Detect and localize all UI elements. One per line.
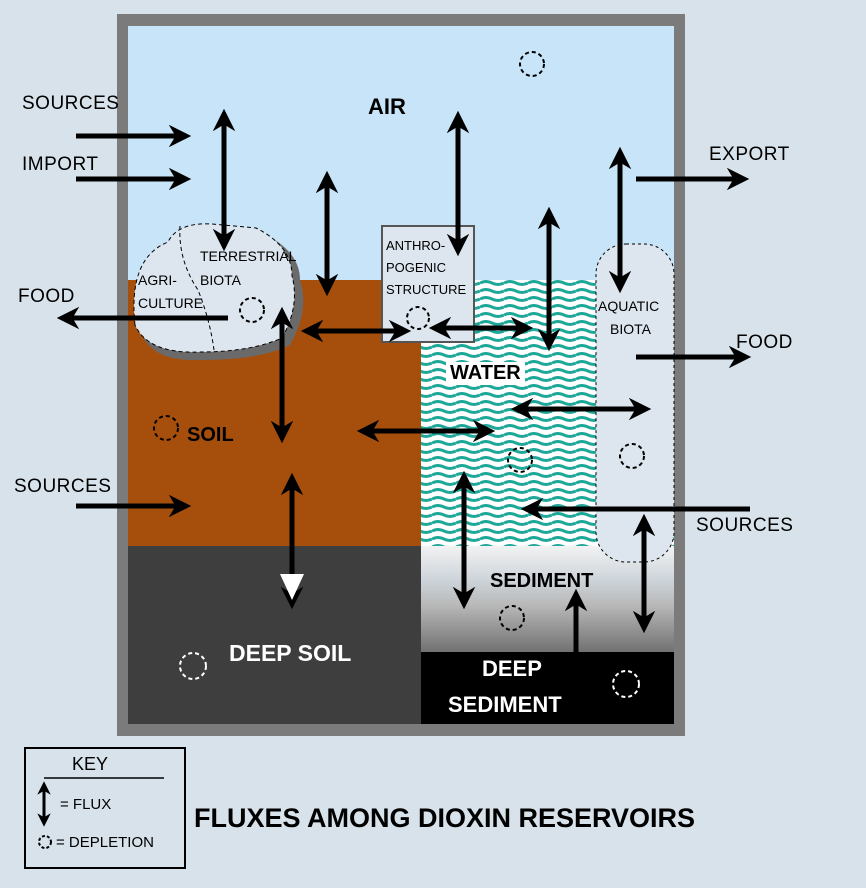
air-label: AIR [368,94,406,119]
agriculture-label-2: CULTURE [138,295,204,311]
export-label: EXPORT [709,144,790,165]
depletion-icon-deepsoil [179,652,207,680]
depletion-icon-anthro [406,306,430,330]
depletion-icon-deepsediment [612,670,640,698]
soil-label: SOIL [187,424,234,446]
food-right-label: FOOD [736,332,793,353]
sediment-label: SEDIMENT [490,570,594,592]
terrestrial-label-2: BIOTA [200,272,241,288]
key-depletion-label: = DEPLETION [56,834,154,851]
import-label: IMPORT [22,154,99,175]
depletion-icon-terrestrial [239,297,265,323]
aquatic-label-2: BIOTA [610,321,651,337]
terrestrial-label-1: TERRESTRIAL [200,248,297,264]
key-title: KEY [72,754,109,774]
flux-arrows [56,108,752,654]
water-label: WATER [446,362,525,385]
anthro-label-1: ANTHRO- [386,238,446,253]
depletion-icon-water [507,447,533,473]
sources-soil-label: SOURCES [14,476,112,497]
key-depletion-icon [38,835,52,849]
depletion-icon-soil [153,415,179,441]
key-box [24,747,186,869]
sources-water-label: SOURCES [696,515,794,536]
anthro-label-3: STRUCTURE [386,282,467,297]
anthro-label-2: POGENIC [386,260,446,275]
aquatic-label-1: AQUATIC [598,298,660,314]
food-left-label: FOOD [18,286,75,307]
sources-air-label: SOURCES [22,93,120,114]
diagram-title: FLUXES AMONG DIOXIN RESERVOIRS [194,803,696,833]
deep-sediment-label-2: SEDIMENT [448,692,562,717]
deep-soil-reservoir [128,546,423,724]
depletion-icons [153,51,645,698]
deep-sediment-label-1: DEEP [482,656,542,681]
agriculture-label-1: AGRI- [138,272,177,288]
depletion-icon-sediment [499,605,525,631]
arrow-deepsoil-white-head [280,574,304,600]
deep-sediment-reservoir [421,652,674,724]
key-flux-label: = FLUX [60,796,112,813]
depletion-icon-aquatic [619,443,645,469]
aquatic-biota-shape [595,243,675,563]
depletion-icon-air [519,51,545,77]
deep-soil-label: DEEP SOIL [229,640,352,666]
